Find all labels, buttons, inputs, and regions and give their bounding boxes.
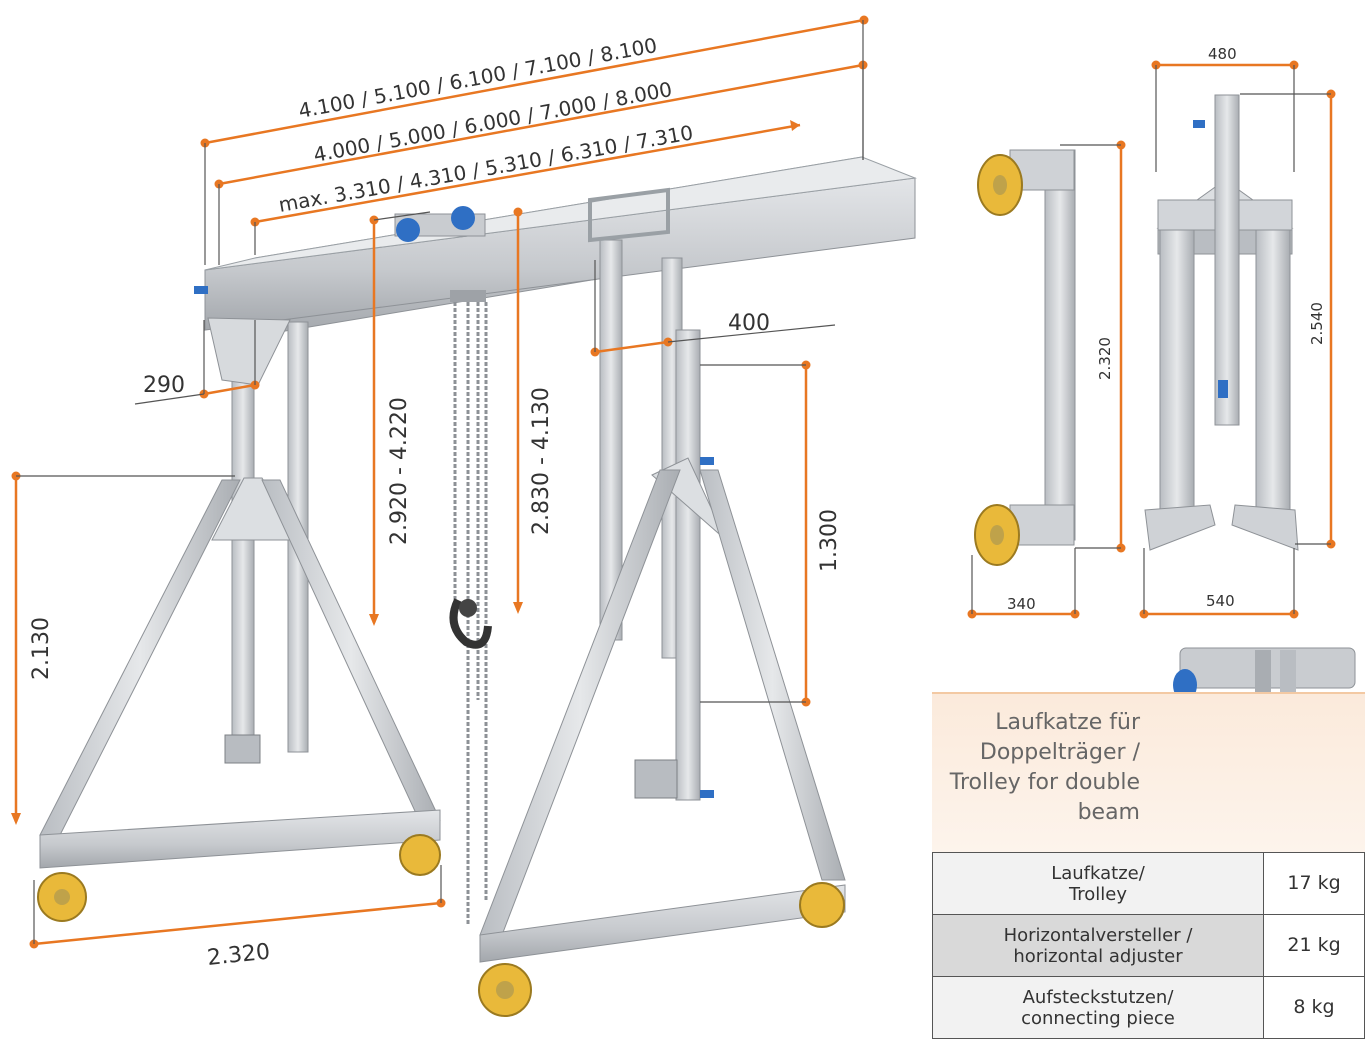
dim-offset-left: 290: [143, 373, 185, 398]
side-view-width: 340: [1007, 595, 1036, 613]
front-view-dimensions: [1139, 60, 1336, 619]
side-view: [974, 149, 1076, 566]
weight-item-name: Horizontalversteller /horizontal adjuste…: [932, 914, 1264, 977]
trolley-panel: [932, 692, 1365, 854]
table-row: Horizontalversteller /horizontal adjuste…: [932, 914, 1365, 977]
main-dimension-endpoints: [11, 15, 869, 949]
dim-height-base: 2.130: [29, 617, 54, 680]
side-view-dimensions: [967, 140, 1126, 619]
dim-height-adjust: 1.300: [817, 509, 842, 572]
main-crane: [37, 156, 917, 1017]
weight-value: 21 kg: [1263, 914, 1365, 977]
dim-height-hook-b: 2.830 - 4.130: [529, 387, 554, 535]
front-view-bottom-width: 540: [1206, 592, 1235, 610]
dim-base-width: 2.320: [206, 940, 271, 971]
front-view: [1144, 94, 1299, 551]
main-dimension-lines: [14, 18, 865, 946]
weight-value: 8 kg: [1263, 976, 1365, 1039]
weights-table: Laufkatze/Trolley 17 kg Horizontalverste…: [932, 852, 1365, 1039]
table-row: Aufsteckstutzen/connecting piece 8 kg: [932, 976, 1365, 1039]
trolley-panel-label: Laufkatze für Doppelträger / Trolley for…: [949, 710, 1140, 825]
weight-value: 17 kg: [1263, 852, 1365, 915]
left-a-frame: [37, 286, 441, 922]
side-view-height: 2.320: [1096, 337, 1114, 380]
beam-top-face: [204, 156, 917, 271]
dim-height-hook-a: 2.920 - 4.220: [387, 397, 412, 545]
front-view-height: 2.540: [1308, 302, 1326, 345]
front-view-top-width: 480: [1208, 45, 1237, 63]
weight-item-name: Laufkatze/Trolley: [932, 852, 1264, 915]
main-extension-lines: [16, 20, 864, 944]
right-a-frame: [478, 187, 846, 1017]
chain-hoist: [394, 206, 492, 925]
table-row: Laufkatze/Trolley 17 kg: [932, 852, 1365, 915]
weight-item-name: Aufsteckstutzen/connecting piece: [932, 976, 1264, 1039]
dim-offset-right: 400: [728, 311, 770, 336]
